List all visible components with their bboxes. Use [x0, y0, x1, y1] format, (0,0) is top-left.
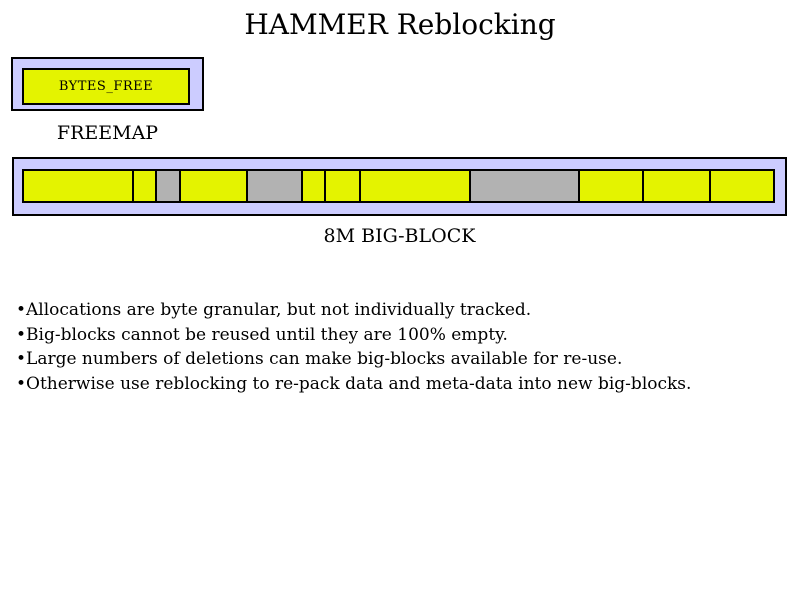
big-block-segment-yellow [579, 171, 643, 201]
freemap-box: BYTES_FREE [11, 57, 204, 111]
big-block-segment-yellow [360, 171, 469, 201]
big-block-box [12, 157, 787, 216]
freemap-cell-label: BYTES_FREE [58, 79, 154, 94]
note-line: •Allocations are byte granular, but not … [16, 300, 532, 320]
note-line: •Big-blocks cannot be reused until they … [16, 324, 508, 345]
big-block-bar [22, 169, 775, 203]
big-block-segment-yellow [180, 171, 246, 201]
notes-list: •Allocations are byte granular, but not … [16, 298, 786, 396]
big-block-segment-yellow [24, 171, 133, 201]
big-block-segment-yellow [134, 171, 156, 201]
big-block-caption: 8M BIG-BLOCK [323, 225, 476, 247]
big-block-segment-gray [157, 171, 179, 201]
big-block-segment-yellow [644, 171, 709, 201]
note-line: •Otherwise use reblocking to re-pack dat… [16, 373, 692, 394]
big-block-segment-gray [470, 171, 578, 201]
freemap-bytes-free-cell: BYTES_FREE [22, 68, 190, 105]
big-block-segment-yellow [326, 171, 359, 201]
big-block-segment-gray [247, 171, 302, 201]
big-block-segment-yellow [303, 171, 325, 201]
freemap-caption: FREEMAP [56, 122, 159, 144]
big-block-segment-yellow [710, 171, 773, 201]
note-line: •Large numbers of deletions can make big… [16, 349, 623, 369]
slide-title: HAMMER Reblocking [244, 8, 556, 41]
